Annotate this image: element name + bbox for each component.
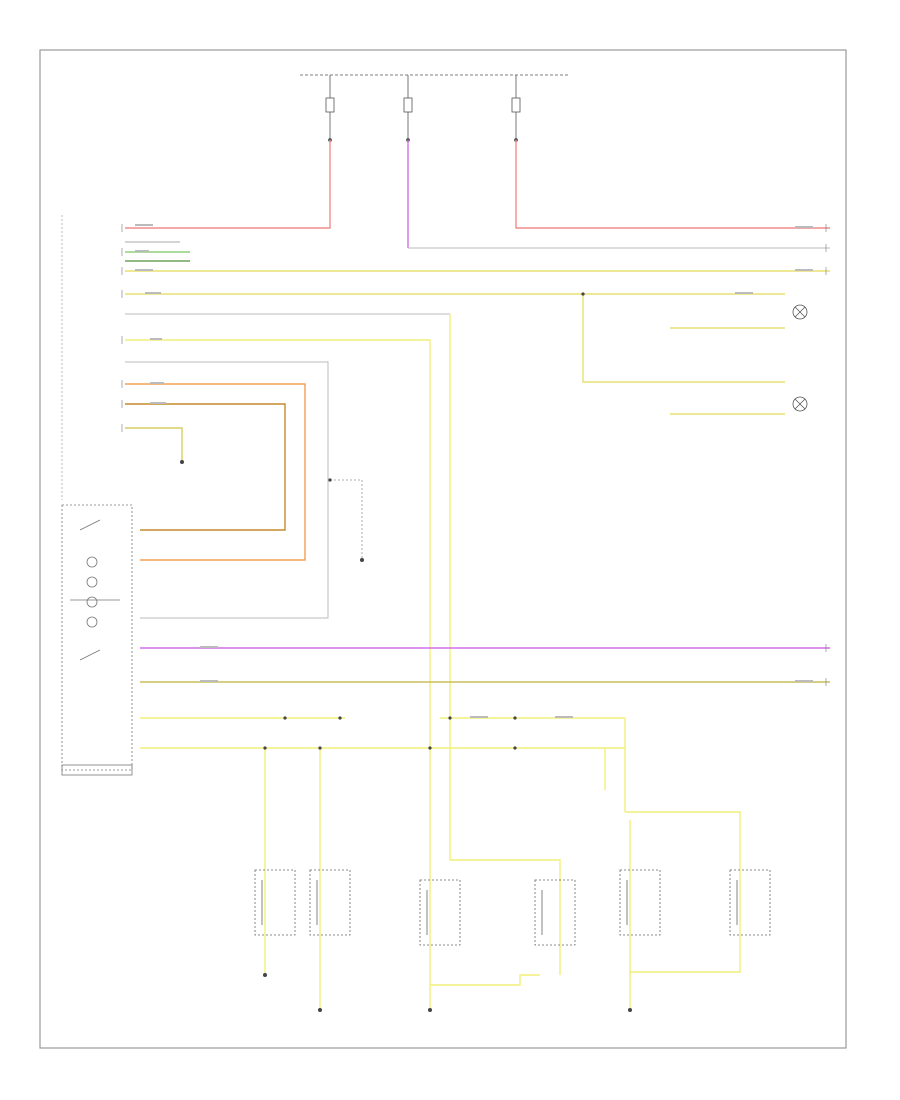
diagram-border bbox=[39, 49, 847, 1049]
wire-orange bbox=[125, 383, 306, 561]
connector-ticks bbox=[121, 224, 827, 686]
wire-red-1 bbox=[125, 140, 331, 229]
lamp-right-lower bbox=[792, 396, 808, 412]
wire-red-2 bbox=[515, 140, 830, 229]
wire-yellow-4 bbox=[125, 339, 431, 840]
wire-yellow-3 bbox=[582, 294, 785, 383]
fuse-block bbox=[300, 74, 570, 142]
wire-harness bbox=[125, 140, 830, 1010]
lamp-right-upper bbox=[792, 304, 808, 320]
junction-dots bbox=[180, 292, 632, 1012]
wire-brown bbox=[125, 403, 286, 531]
door-switches bbox=[254, 869, 771, 946]
wire-label-marks bbox=[135, 224, 813, 718]
switch-module bbox=[61, 504, 133, 776]
